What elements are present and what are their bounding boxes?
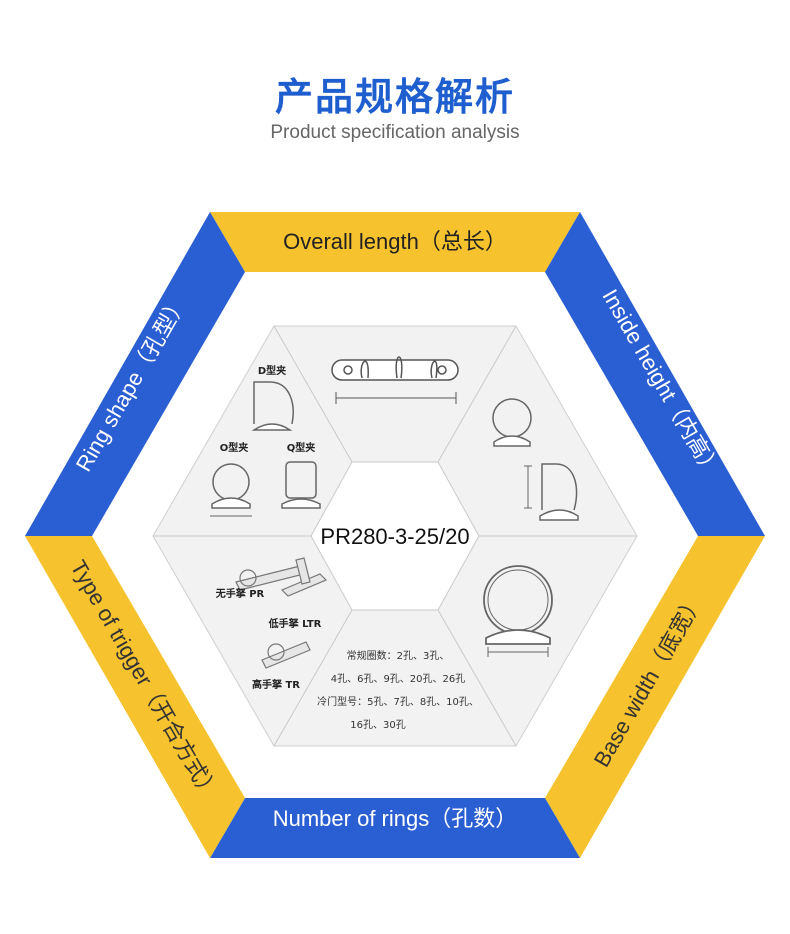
ring-profile-icon — [492, 398, 532, 447]
center-hexagon — [310, 461, 480, 611]
label-base-width: Base width（底宽） — [589, 589, 708, 771]
page-title: 产品规格解析 — [274, 75, 515, 119]
o-ring-icon — [210, 463, 252, 517]
inside-height-d-ring-icon — [524, 463, 579, 521]
trigger-ltr-icon — [280, 557, 328, 597]
ring-count-line-4: 16孔、30孔 — [350, 719, 405, 731]
q-ring-icon — [281, 461, 321, 509]
binder-mechanism-icon — [331, 356, 459, 404]
trigger-tr-icon — [261, 641, 311, 669]
trigger-pr-label: 无手拏 PR — [215, 587, 265, 600]
base-width-ring-icon — [483, 565, 553, 657]
page-subtitle: Product specification analysis — [270, 122, 520, 143]
ring-count-line-2: 4孔、6孔、9孔、20孔、26孔 — [331, 673, 466, 685]
inner-dividers — [153, 326, 637, 746]
frame-segment-lower-right — [545, 536, 765, 858]
ring-count-line-1: 常规圈数：2孔、3孔、 — [347, 649, 450, 662]
frame-segment-lower-left — [25, 536, 245, 858]
ring-shape-d-label: D型夹 — [258, 364, 286, 377]
ring-shape-o-label: O型夹 — [220, 441, 249, 454]
ring-count-line-3: 冷门型号：5孔、7孔、8孔、10孔、 — [317, 695, 479, 708]
frame-segment-upper-right — [545, 212, 765, 536]
ring-shape-q-label: Q型夹 — [287, 441, 316, 454]
label-overall-length: Overall length（总长） — [283, 229, 507, 254]
model-number: PR280-3-25/20 — [320, 524, 469, 549]
trigger-ltr-label: 低手拏 LTR — [268, 617, 322, 630]
label-number-of-rings: Number of rings（孔数） — [273, 806, 518, 831]
d-ring-icon — [251, 381, 294, 431]
frame-segment-upper-left — [25, 212, 245, 536]
frame-segment-top — [210, 212, 580, 272]
frame-segment-bottom — [210, 798, 580, 858]
trigger-tr-label: 高手拏 TR — [252, 678, 300, 691]
